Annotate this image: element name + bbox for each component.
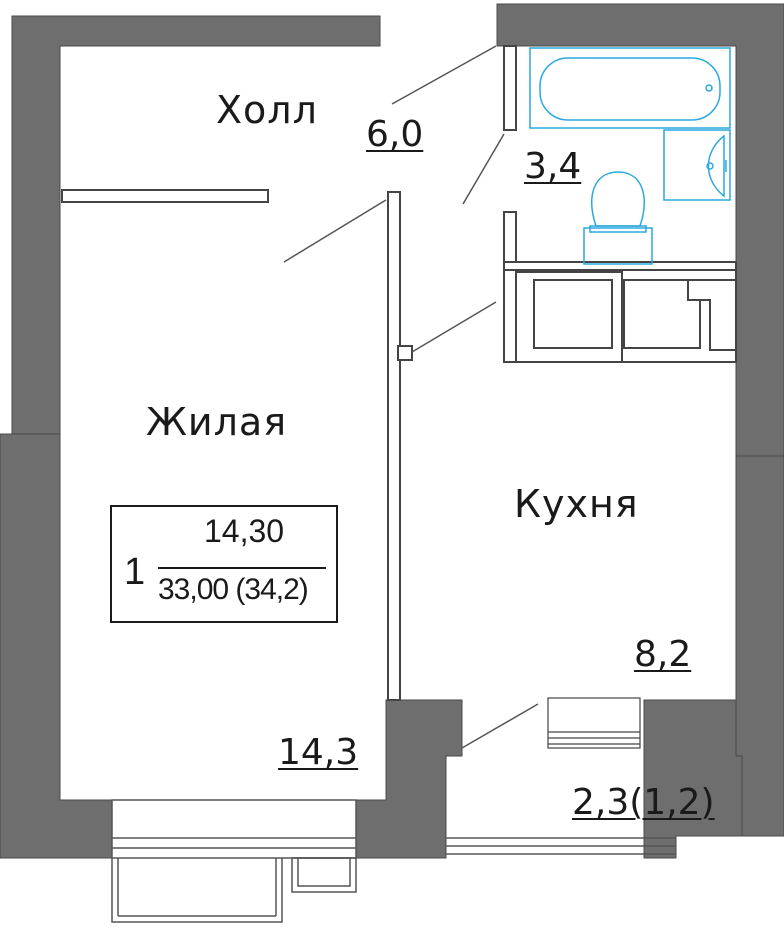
stove-icon [547, 697, 641, 749]
kitchen-cabinets [503, 269, 737, 363]
living-window [111, 799, 357, 859]
wall-left-lower [0, 433, 113, 859]
rooms-count: 1 [124, 551, 146, 593]
duct-shape [687, 279, 737, 351]
living-kitchen-partition [387, 191, 401, 701]
hall-label: Холл [216, 88, 318, 132]
walls [0, 3, 784, 859]
bath-door-line [462, 133, 505, 205]
bathtub-icon [529, 47, 731, 129]
bathroom-area: 3,4 [524, 146, 582, 187]
door-stub [397, 345, 413, 361]
wall-bottom-right [643, 699, 743, 859]
toilet-icon [583, 171, 653, 265]
sink-icon [663, 129, 731, 201]
living-area-value: 14,30 [204, 513, 285, 549]
door-lines [283, 45, 539, 749]
hall-door-line [391, 45, 497, 105]
total-area-value: 33,00 (34,2) [158, 573, 309, 606]
living-label: Жилая [146, 400, 288, 444]
bath-fixtures [529, 47, 731, 265]
kitchen-area: 8,2 [634, 634, 692, 675]
wall-top-left [11, 15, 381, 435]
balcony-small [291, 857, 357, 893]
wall-center-column [355, 699, 463, 859]
kitchen-door-line [411, 301, 497, 353]
living-door-line [283, 199, 387, 263]
wall-right-top [496, 3, 784, 457]
cabinet-left-inner [533, 279, 613, 349]
balcony [111, 799, 676, 923]
hall-living-partition [61, 189, 269, 203]
bathroom-wall-upper [503, 45, 517, 131]
fraction-line [158, 567, 326, 569]
living-area: 14,3 [278, 732, 359, 773]
balcony-door-line [461, 703, 539, 749]
apartment-info-box: 1 14,30 33,00 (34,2) [110, 505, 338, 623]
kitchen-label: Кухня [514, 482, 639, 526]
balcony-area: 2,3(1,2) [572, 782, 715, 823]
balcony-left [111, 858, 283, 923]
hall-area: 6,0 [366, 114, 424, 155]
